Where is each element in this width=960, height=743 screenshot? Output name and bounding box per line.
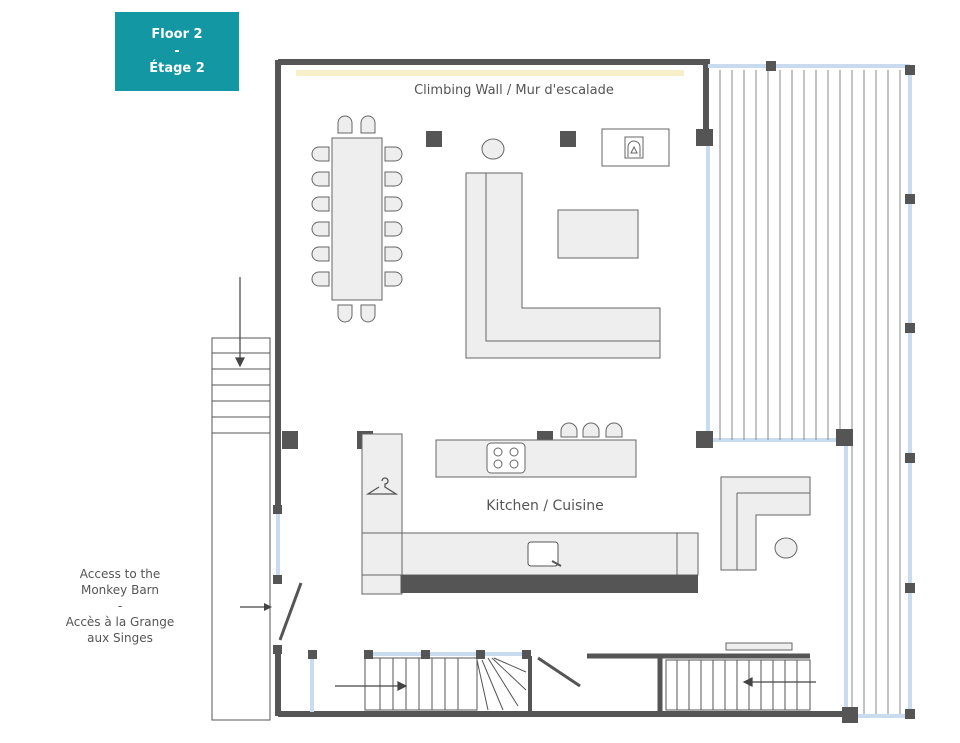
- climbing-wall-strip: [296, 70, 684, 76]
- bar-stools: [560, 422, 623, 438]
- stove-icon: [486, 442, 526, 474]
- access-line-4: Accès à la Grange: [65, 615, 175, 629]
- access-line-2: Monkey Barn: [80, 583, 160, 597]
- access-label: Access to the Monkey Barn - Accès à la G…: [40, 566, 200, 646]
- access-line-1: Access to the: [79, 567, 161, 581]
- stair-railing: [537, 656, 581, 688]
- outer-walls: [275, 59, 850, 717]
- floor-label-dash: -: [174, 44, 180, 59]
- stair-arrow-down: [235, 277, 245, 368]
- floor-badge: Floor 2 - Étage 2: [115, 12, 239, 91]
- deck-boards: [719, 70, 901, 714]
- floor-label-en: Floor 2: [151, 27, 203, 42]
- floor-label-fr: Étage 2: [149, 61, 205, 76]
- sectional-sofa: [465, 172, 661, 359]
- dining-table: [311, 115, 403, 323]
- kitchen-island: [435, 439, 637, 478]
- posts: [273, 61, 915, 723]
- windows: [276, 64, 912, 718]
- kitchen-label: Kitchen / Cuisine: [486, 498, 603, 514]
- sink-icon: [527, 541, 562, 567]
- access-line-5: aux Singes: [87, 631, 153, 645]
- interior-staircase-right: [665, 659, 811, 711]
- fireplace-icon: [601, 128, 670, 167]
- side-table: [481, 138, 505, 160]
- access-door: [240, 582, 303, 641]
- corner-side-table: [774, 537, 798, 559]
- exterior-staircase: [211, 337, 271, 721]
- stair-arrow-right: [335, 681, 408, 691]
- coat-hanger-icon: [365, 477, 399, 495]
- coffee-table: [557, 209, 639, 259]
- access-line-3: -: [117, 599, 123, 613]
- interior-staircase-left: [364, 657, 527, 711]
- climbing-wall-label: Climbing Wall / Mur d'escalade: [414, 83, 614, 98]
- bench: [725, 642, 793, 651]
- stair-arrow-left: [742, 677, 816, 687]
- corner-sofa: [720, 476, 811, 571]
